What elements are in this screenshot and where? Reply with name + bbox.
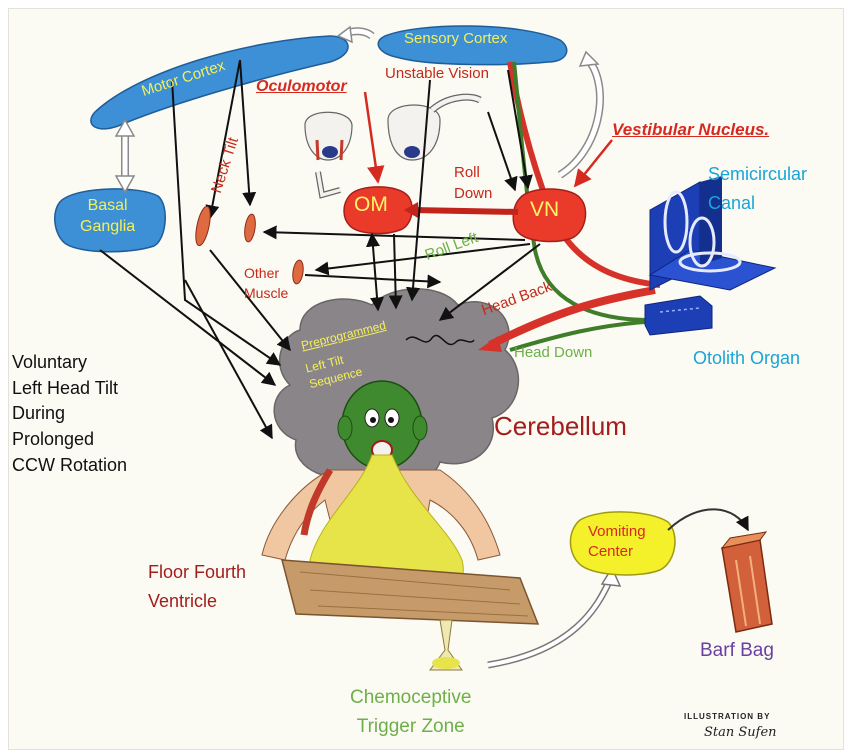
oculomotor-label: Oculomotor (256, 78, 347, 95)
roll-down-label: Roll Down (454, 164, 493, 202)
arrow-oculomotor (363, 91, 385, 184)
head-down-label: Head Down (514, 344, 593, 361)
semicircular-canal-icon (648, 176, 777, 291)
green-tract-head-down (509, 320, 646, 352)
vn-node-shape (512, 188, 587, 243)
barf-bag-icon (720, 531, 773, 633)
black-arrows (99, 59, 541, 440)
flask-icon (429, 619, 463, 671)
vomiting-center-shape (569, 511, 676, 576)
otolith-box-icon (644, 295, 713, 336)
artist-signature: Stan Sufen (704, 725, 777, 740)
voluntary-tilt-label: Voluntary Left Head Tilt During Prolonge… (12, 352, 128, 475)
other-muscle (292, 259, 304, 285)
other-muscle-label: Other Muscle (244, 265, 289, 301)
basal-ganglia-shape (54, 188, 166, 253)
om-label: OM (354, 193, 388, 216)
vn-label: VN (530, 198, 560, 221)
arrow-vomiting-to-bag (667, 508, 749, 532)
sensory-cortex-shape (377, 25, 568, 66)
unstable-vision-label: Unstable Vision (385, 65, 489, 82)
chemoceptive-trigger-zone-label: Chemoceptive Trigger Zone (350, 687, 472, 737)
otolith-organ-label: Otolith Organ (693, 348, 801, 368)
neck-muscle-right (244, 213, 256, 243)
arrow-vestibular (573, 139, 613, 188)
basal-ganglia-label: Basal Ganglia (80, 197, 136, 235)
cerebellum-label: Cerebellum (494, 411, 627, 441)
red-tract-head-back (488, 286, 656, 349)
semicircular-canal-label: Semicircular Canal (708, 164, 808, 213)
illustration-by-label: ILLUSTRATION BY (684, 712, 771, 721)
motor-cortex-shape (90, 35, 349, 130)
floor-fourth-ventricle-label: Floor Fourth Ventricle (148, 562, 247, 611)
green-tract-to-sensory (512, 61, 651, 322)
arrow-vn-to-om (411, 207, 519, 215)
vomiting-center-label: Vomiting Center (588, 523, 646, 560)
barf-bag-label: Barf Bag (700, 640, 774, 661)
vestibular-nucleus-label: Vestibular Nucleus. (612, 120, 770, 139)
eyeball-icon (304, 111, 353, 199)
preprogrammed-squiggle (405, 334, 475, 346)
eyeball-icon (387, 93, 482, 161)
sensory-cortex-label: Sensory Cortex (404, 30, 508, 47)
neck-muscle-left (195, 205, 211, 247)
om-node-shape (343, 186, 413, 235)
